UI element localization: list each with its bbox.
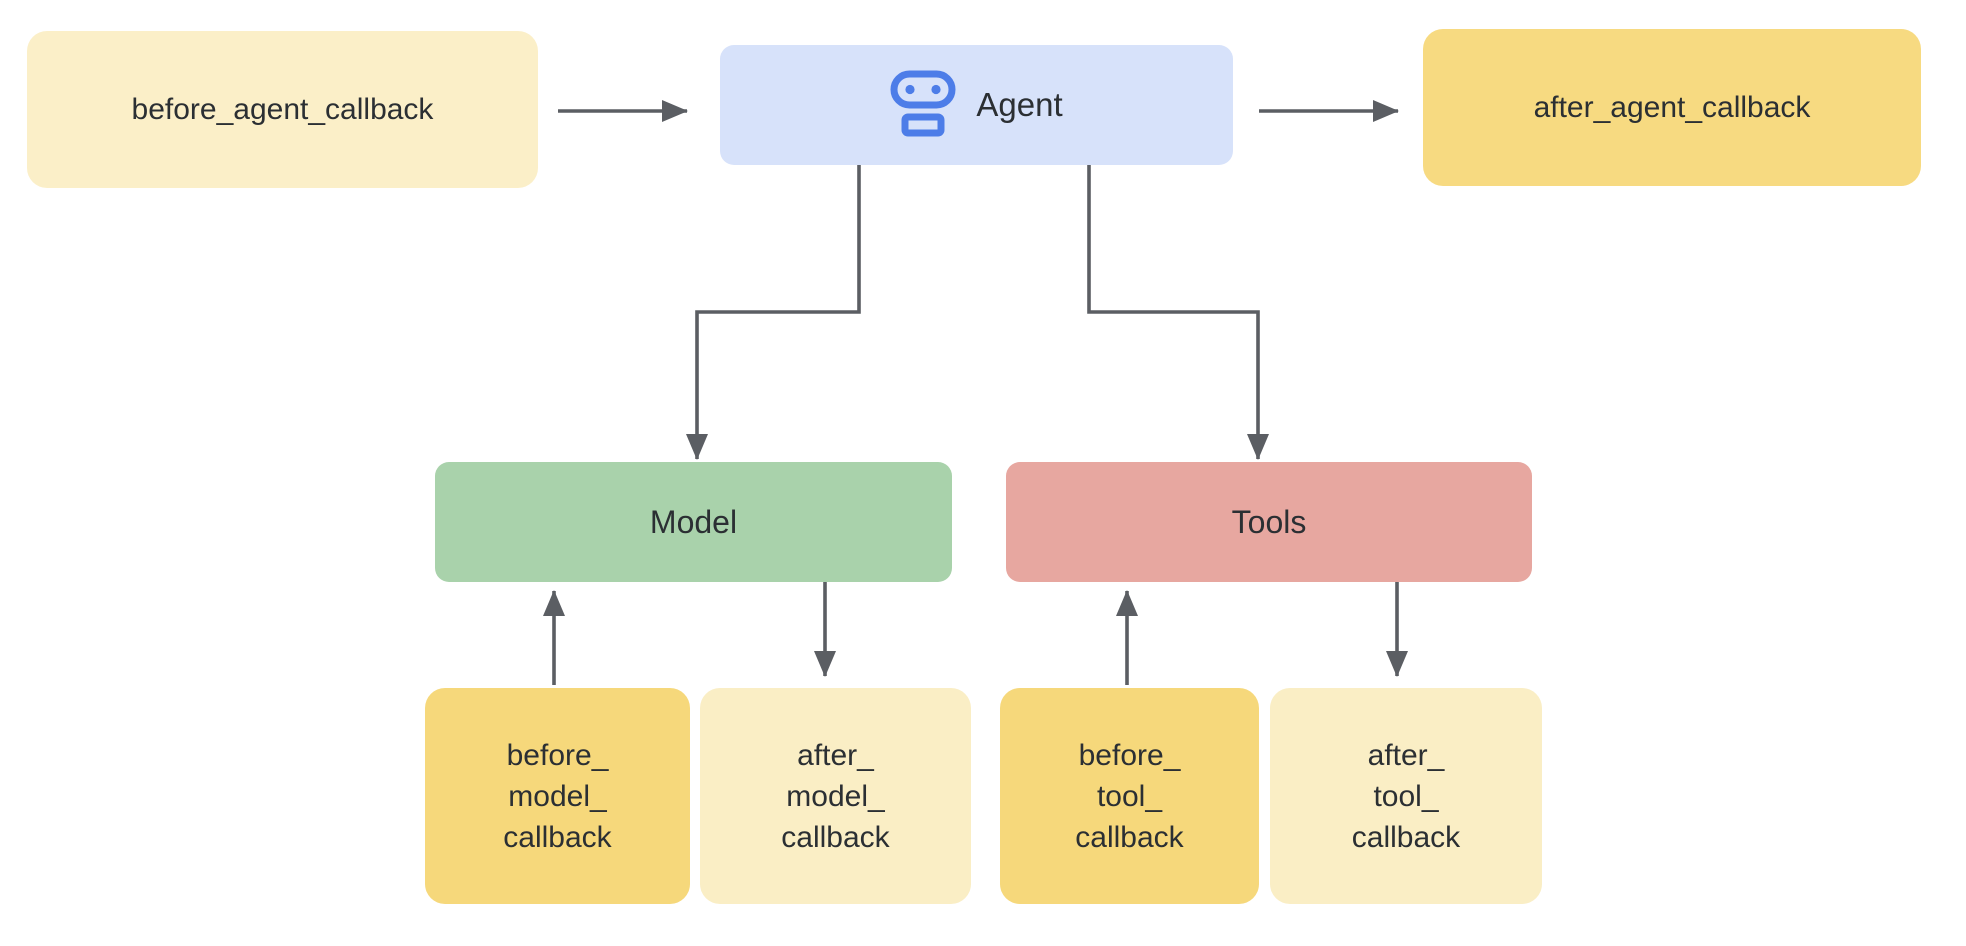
node-before-tool-callback: before_ tool_ callback xyxy=(1000,688,1259,904)
node-after-tool-callback: after_ tool_ callback xyxy=(1270,688,1542,904)
node-after-model-callback: after_ model_ callback xyxy=(700,688,971,904)
edge-agent-to-tools xyxy=(1087,165,1269,460)
node-model: Model xyxy=(435,462,952,582)
node-label: before_agent_callback xyxy=(131,92,434,126)
node-label-line: tool_ xyxy=(1373,779,1439,813)
node-label: after_agent_callback xyxy=(1533,90,1811,124)
node-label-line: model_ xyxy=(508,779,607,813)
node-label-line: tool_ xyxy=(1096,779,1163,813)
robot-icon xyxy=(890,70,956,137)
node-label-line: before_ xyxy=(506,738,609,772)
node-label-line: before_ xyxy=(1078,738,1181,772)
node-label-line: after_ xyxy=(1367,738,1445,772)
node-label-line: after_ xyxy=(797,738,874,772)
node-label: Tools xyxy=(1231,503,1307,540)
node-agent: Agent xyxy=(720,45,1233,165)
node-label-line: callback xyxy=(1075,820,1184,854)
node-label-line: callback xyxy=(503,820,612,854)
edge-agent-to-model xyxy=(686,165,861,460)
node-label: Agent xyxy=(976,86,1063,123)
node-before-agent-callback: before_agent_callback xyxy=(27,31,538,188)
node-label-line: model_ xyxy=(786,779,885,813)
node-before-model-callback: before_ model_ callback xyxy=(425,688,690,904)
node-after-agent-callback: after_agent_callback xyxy=(1423,29,1921,186)
node-label-line: callback xyxy=(781,820,890,854)
node-tools: Tools xyxy=(1006,462,1532,582)
node-label: Model xyxy=(649,503,738,540)
node-label-line: callback xyxy=(1351,820,1461,854)
